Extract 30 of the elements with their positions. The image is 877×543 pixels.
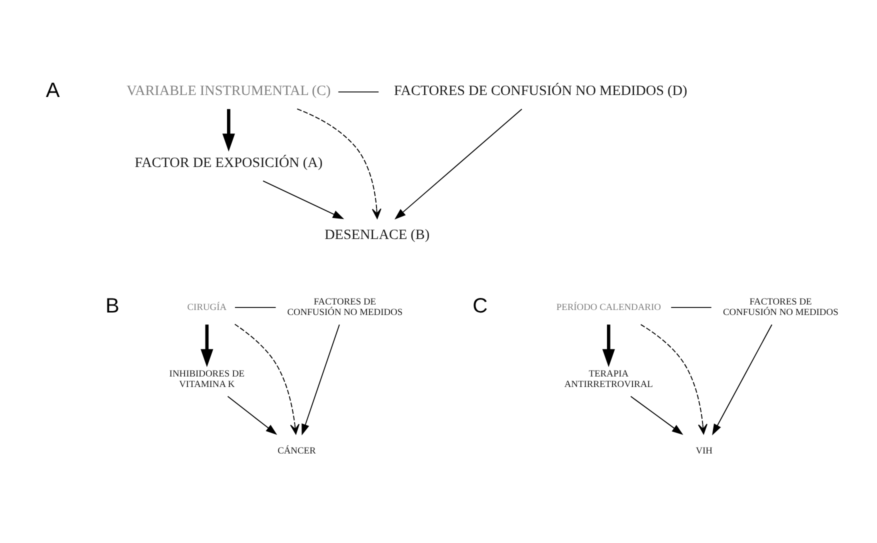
label: B (105, 294, 120, 318)
arrow (200, 324, 214, 368)
arrow (234, 324, 300, 434)
node-text: PERÍODO CALENDARIO (556, 302, 661, 313)
node-text: FACTOR DE EXPOSICIÓN (A) (134, 155, 323, 172)
arrow (222, 109, 235, 152)
arrow (296, 108, 382, 219)
arrow (227, 396, 278, 435)
node-text: FACTORES DE CONFUSIÓN NO MEDIDOS (D) (394, 83, 688, 100)
arrow (640, 324, 708, 434)
arrow (302, 324, 340, 436)
node-text: VARIABLE INSTRUMENTAL (C) (126, 83, 331, 100)
node-text: VIH (696, 446, 712, 456)
connector (670, 306, 712, 308)
label: A (46, 79, 60, 102)
arrow (712, 324, 772, 436)
arrow (602, 324, 615, 368)
node-text: CÁNCER (278, 446, 316, 456)
arrow (394, 108, 522, 220)
node-text: INHIBIDORES DE VITAMINA K (169, 369, 245, 390)
node-text: DESENLACE (B) (324, 226, 430, 243)
node-text: FACTORES DE CONFUSIÓN NO MEDIDOS (287, 298, 403, 318)
arrow (262, 180, 344, 220)
node-text: FACTORES DE CONFUSIÓN NO MEDIDOS (722, 298, 838, 318)
node-text: TERAPIA ANTIRRETROVIRAL (564, 369, 653, 390)
connector (234, 306, 276, 308)
node-text: CIRUGÍA (187, 302, 227, 313)
label: C (472, 294, 488, 318)
connector (338, 91, 380, 92)
arrow (630, 396, 684, 435)
